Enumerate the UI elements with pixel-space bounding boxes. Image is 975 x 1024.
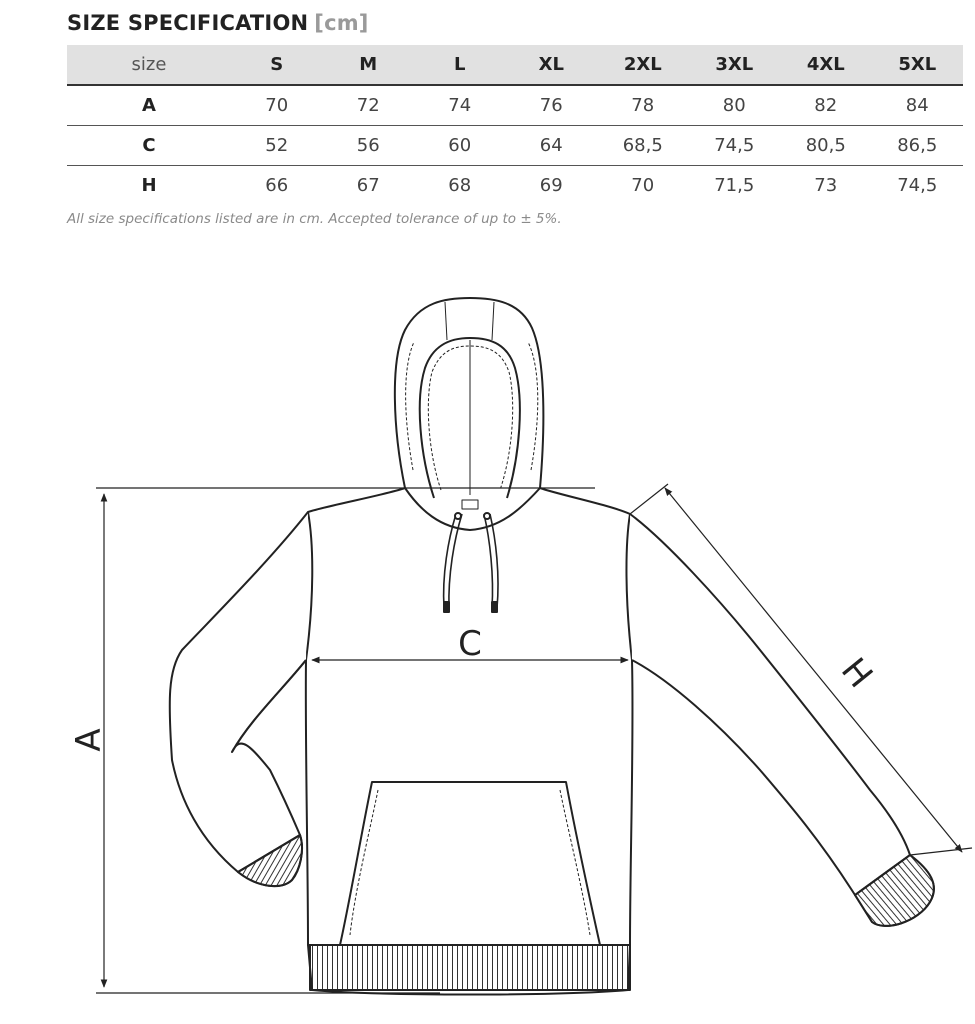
table-cell: 74 xyxy=(414,85,506,126)
table-cell: 66 xyxy=(265,175,289,196)
table-row: A 70 72 74 76 78 80 82 84 xyxy=(67,85,963,126)
dimension-h xyxy=(629,483,973,856)
size-col-header: L xyxy=(414,45,506,86)
table-cell: 80 xyxy=(688,85,780,126)
size-header-label: size xyxy=(67,45,231,86)
table-cell: 60 xyxy=(414,125,506,166)
size-col-header: 5XL xyxy=(871,45,963,86)
size-header-row: size S M L XL 2XL 3XL 4XL 5XL xyxy=(67,45,963,86)
size-col-header: 3XL xyxy=(688,45,780,86)
table-cell: 74,5 xyxy=(897,175,938,196)
table-row: H 66 67 68 69 70 71,5 73 74,5 xyxy=(67,166,963,206)
hoodie-outline xyxy=(168,297,935,996)
page-title: SIZE SPECIFICATION[cm] xyxy=(67,11,369,35)
table-cell: 52 xyxy=(231,125,323,166)
row-label: C xyxy=(67,125,231,166)
table-cell: 72 xyxy=(322,85,414,126)
title-main: SIZE SPECIFICATION xyxy=(67,11,309,35)
table-row: C 52 56 60 64 68,5 74,5 80,5 86,5 xyxy=(67,125,963,166)
table-cell: 56 xyxy=(322,125,414,166)
table-cell: 69 xyxy=(539,175,563,196)
size-col-header: S xyxy=(231,45,323,86)
table-cell: 80,5 xyxy=(780,125,872,166)
tolerance-note: All size specifications listed are in cm… xyxy=(67,211,562,227)
table-cell: 76 xyxy=(505,85,597,126)
size-col-header: M xyxy=(322,45,414,86)
table-cell: 68 xyxy=(448,175,472,196)
row-label: A xyxy=(67,85,231,126)
table-cell: 74,5 xyxy=(688,125,780,166)
dimension-a xyxy=(96,487,595,994)
dimension-c-label: C xyxy=(458,624,482,664)
dimension-a-label: A xyxy=(69,728,109,751)
size-col-header: XL xyxy=(505,45,597,86)
table-cell: 70 xyxy=(231,85,323,126)
size-col-header: 4XL xyxy=(780,45,872,86)
table-cell: 73 xyxy=(814,175,838,196)
table-cell: 84 xyxy=(871,85,963,126)
table-cell: 67 xyxy=(356,175,380,196)
dimension-h-label: H xyxy=(833,651,880,696)
table-cell: 78 xyxy=(597,85,689,126)
table-cell: 82 xyxy=(780,85,872,126)
table-cell: 86,5 xyxy=(871,125,963,166)
table-cell: 68,5 xyxy=(597,125,689,166)
table-cell: 64 xyxy=(505,125,597,166)
title-unit: [cm] xyxy=(314,11,369,35)
size-table: size S M L XL 2XL 3XL 4XL 5XL A 70 72 74… xyxy=(67,45,963,205)
table-cell: 71,5 xyxy=(714,175,755,196)
row-label: H xyxy=(141,175,157,196)
table-cell: 70 xyxy=(631,175,655,196)
size-col-header: 2XL xyxy=(597,45,689,86)
